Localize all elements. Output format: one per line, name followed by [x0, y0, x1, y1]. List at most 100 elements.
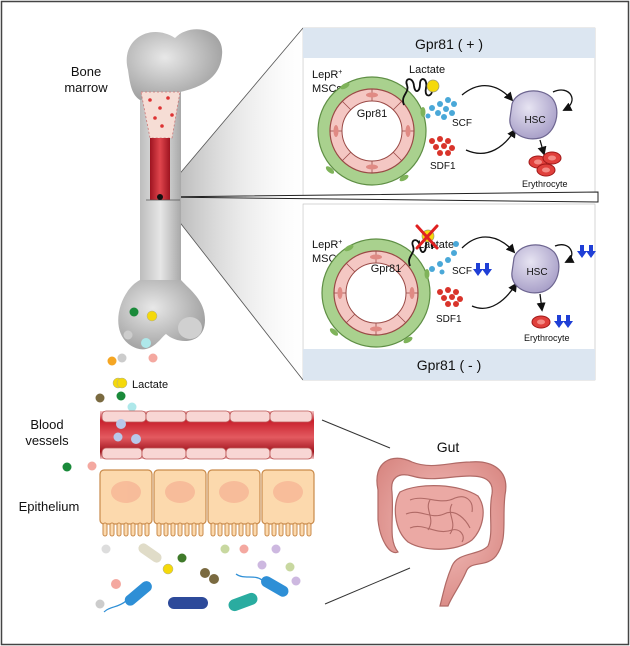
- zoom-wedge: [159, 191, 599, 203]
- bone-condyle: [178, 317, 202, 339]
- bottom-lepr-label: LepR+: [312, 239, 342, 251]
- microvilli: [102, 522, 312, 537]
- microvillus: [177, 522, 183, 537]
- down-arrow-icon: [473, 263, 483, 276]
- top-hsc-to-erythrocyte-arrow: [537, 139, 547, 156]
- microvillus: [271, 522, 277, 537]
- microvillus: [191, 522, 197, 537]
- microbiota: [95, 543, 301, 613]
- microvillus: [285, 522, 291, 537]
- top-gpr81-label: Gpr81: [357, 108, 388, 120]
- top-erythrocyte-label: Erythrocyte: [522, 179, 568, 189]
- microvillus: [109, 522, 115, 537]
- top-sdf1-dots: [429, 136, 455, 156]
- microvillus: [210, 522, 216, 537]
- top-hsc-self-renewal-arrow: [552, 89, 573, 111]
- bone: [118, 29, 223, 350]
- top-scf-label: SCF: [452, 118, 472, 129]
- panel-top-title: Gpr81 ( + ): [415, 36, 483, 52]
- bone-marrow-label-line2: marrow: [64, 80, 108, 95]
- bottom-hsc-down-arrows: [577, 245, 596, 258]
- down-arrow-icon: [563, 315, 573, 328]
- zoom-cone: [160, 28, 303, 380]
- microvillus: [163, 522, 169, 537]
- bottom-sdf1-label: SDF1: [436, 314, 462, 325]
- down-arrow-icon: [554, 315, 564, 328]
- bottom-scf-down-arrows: [473, 263, 492, 276]
- bottom-hsc-self-renewal-arrow: [554, 244, 575, 263]
- bottom-sdf1-dots: [437, 287, 463, 307]
- microvillus: [292, 522, 298, 537]
- epithelium: [99, 469, 315, 537]
- bottom-scf-dots: [429, 241, 459, 275]
- gut-connector-top: [321, 419, 391, 449]
- colon: [376, 457, 507, 607]
- microvillus: [198, 522, 204, 537]
- bone-head-top: [126, 29, 223, 100]
- microvillus: [123, 522, 129, 537]
- blood-vessels-label-line2: vessels: [25, 433, 69, 448]
- down-arrow-icon: [586, 245, 596, 258]
- bottom-scf-arrow: [461, 236, 516, 254]
- zoom-line-bottom: [159, 196, 304, 381]
- blood-vessels-label-line1: Blood: [30, 417, 63, 432]
- microvillus: [306, 522, 312, 537]
- panel-bottom-title: Gpr81 ( - ): [417, 357, 482, 373]
- microvillus: [224, 522, 230, 537]
- lactate-label: Lactate: [132, 379, 168, 391]
- top-hsc-cell: [509, 90, 558, 140]
- microvillus: [252, 522, 258, 537]
- top-lactate-label: Lactate: [409, 64, 445, 76]
- inhibit-cross-icon: [415, 224, 439, 250]
- bone-marrow-label-line1: Bone: [71, 64, 101, 79]
- microvillus: [116, 522, 122, 537]
- microvillus: [184, 522, 190, 537]
- epithelium-label: Epithelium: [19, 499, 80, 514]
- microvillus: [245, 522, 251, 537]
- microvillus: [156, 522, 162, 537]
- microvillus: [137, 522, 143, 537]
- top-hsc-label: HSC: [524, 115, 545, 126]
- top-nuclei: [333, 92, 411, 170]
- zoom-line-top: [159, 27, 304, 198]
- bottom-nuclei: [337, 254, 415, 332]
- panel-top-content: LepR+ MSCs Lactate Gpr81: [312, 64, 573, 189]
- top-scf-arrow: [461, 85, 514, 102]
- top-gpr81-receptor: [402, 78, 433, 106]
- microvillus: [299, 522, 305, 537]
- bone-zoom-point: [157, 194, 163, 200]
- microvillus: [170, 522, 176, 537]
- top-erythrocytes: [528, 151, 562, 177]
- panel-top-header: [303, 28, 595, 58]
- bottom-sdf1-arrow: [471, 282, 517, 309]
- bottom-scf-label: SCF: [452, 266, 472, 277]
- top-sdf1-label: SDF1: [430, 161, 456, 172]
- down-arrow-icon: [482, 263, 492, 276]
- top-sdf1-arrow: [465, 128, 516, 155]
- microvillus: [144, 522, 150, 537]
- gut-label: Gut: [437, 439, 460, 455]
- bone-marrow-cavity: [150, 138, 170, 200]
- top-msc-nuclei: [325, 82, 426, 182]
- small-intestine: [394, 485, 484, 550]
- blood-vessel: [100, 410, 314, 460]
- bottom-gpr81-label: Gpr81: [371, 263, 402, 275]
- bone-marrow-spongy: [140, 91, 181, 139]
- panel-bottom-header: [303, 349, 595, 380]
- microvillus: [102, 522, 108, 537]
- bottom-hsc-label: HSC: [526, 267, 547, 278]
- microvillus: [278, 522, 284, 537]
- bottom-hsc-to-erythrocyte-arrow: [536, 293, 546, 312]
- lactate-legend-dot: [116, 377, 128, 389]
- marrow-dots: [148, 96, 174, 128]
- top-lepr-label: LepR+: [312, 69, 342, 81]
- microvillus: [130, 522, 136, 537]
- gut-connector-bottom: [324, 567, 411, 605]
- down-arrow-icon: [577, 245, 587, 258]
- bottom-erythrocyte-down-arrows: [554, 315, 573, 328]
- microvillus: [231, 522, 237, 537]
- top-lactate-molecule-icon: [426, 79, 440, 93]
- microvillus: [264, 522, 270, 537]
- microvillus: [238, 522, 244, 537]
